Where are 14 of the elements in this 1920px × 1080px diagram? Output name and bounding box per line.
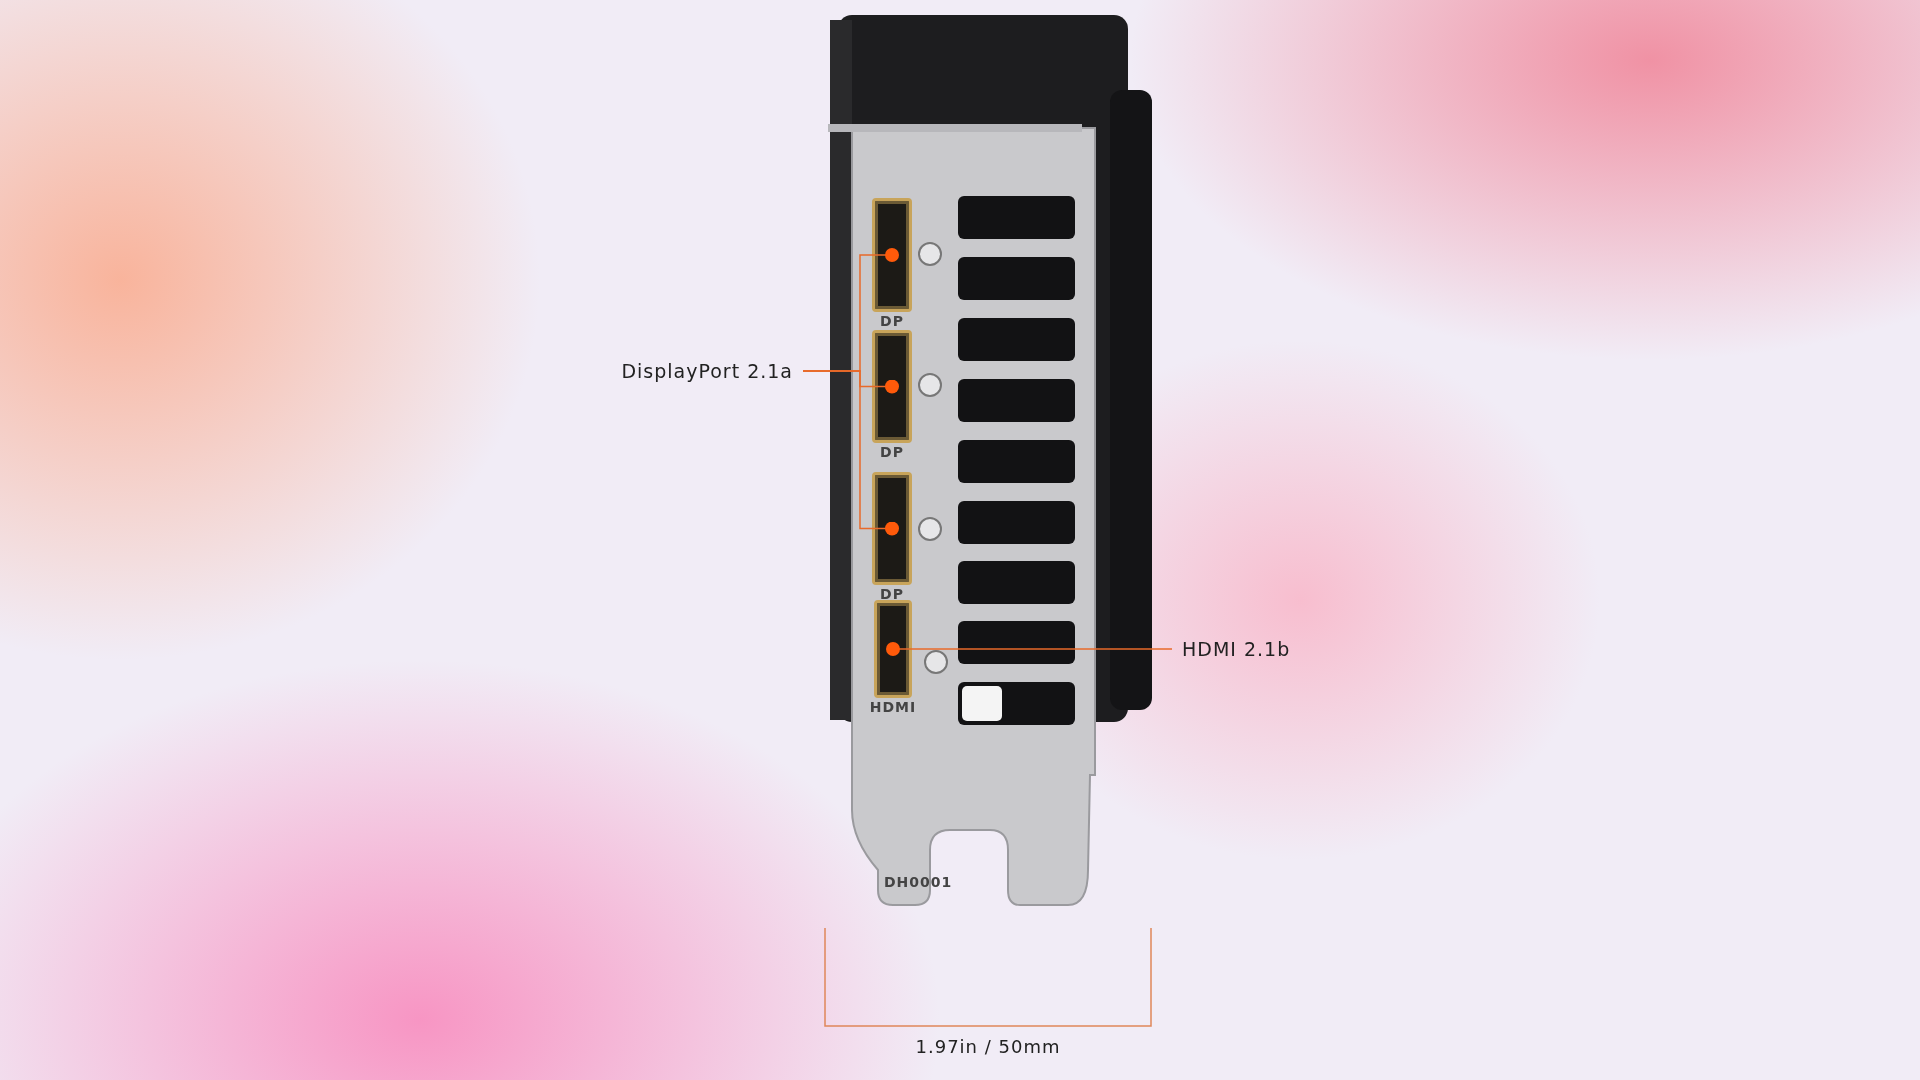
part-number: DH0001: [884, 874, 953, 890]
leader-line: [802, 370, 899, 536]
port-label: DP: [880, 313, 904, 329]
dimension-label: 1.97in / 50mm: [915, 1036, 1061, 1057]
port-label: DP: [880, 444, 904, 460]
leader-line: [886, 642, 1173, 656]
callout-label: DisplayPort 2.1a: [621, 360, 793, 382]
callout-label: HDMI 2.1b: [1182, 638, 1291, 660]
port-label: HDMI: [869, 699, 917, 715]
connector-port: [872, 330, 912, 443]
connector-port: [872, 472, 912, 585]
port-label: DP: [880, 586, 904, 602]
connector-port: [874, 600, 912, 698]
connector-port: [872, 198, 912, 312]
